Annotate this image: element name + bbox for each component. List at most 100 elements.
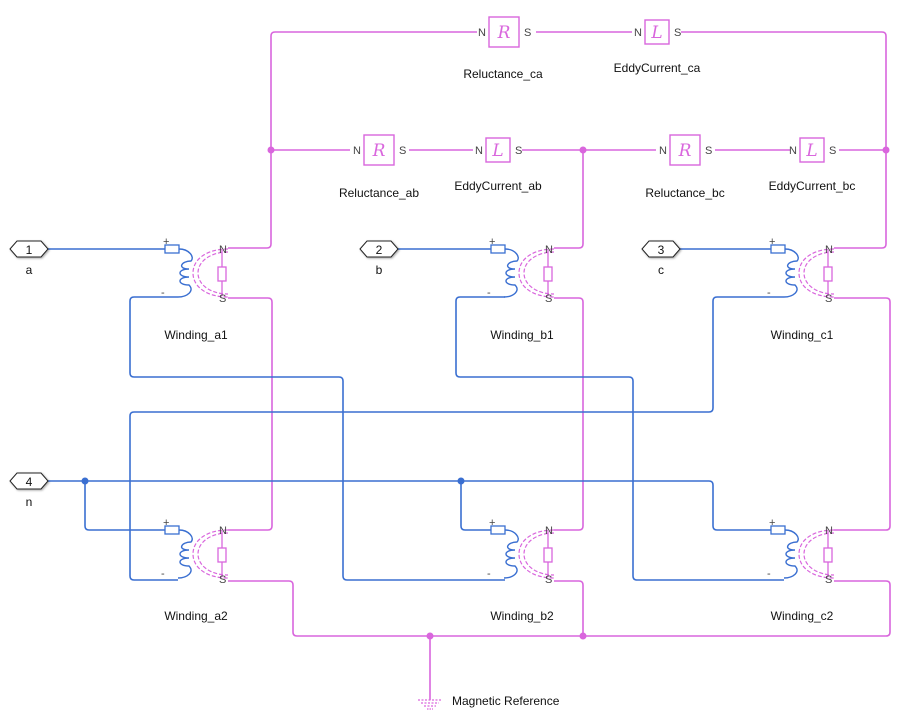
north-label: N [545, 244, 553, 256]
magnetic-junctions [267, 146, 890, 640]
inductance-symbol: L [650, 23, 662, 43]
core-inner [197, 532, 229, 576]
minus-label: - [767, 568, 771, 580]
block-body[interactable] [799, 137, 825, 163]
reluctance-bc-block[interactable]: R N S Reluctance_bc [645, 134, 725, 200]
port-name: b [376, 263, 383, 277]
core-reluctance-icon [543, 547, 553, 563]
wire-c1s-c2n[interactable] [834, 297, 891, 531]
reluctance-symbol: R [678, 141, 692, 161]
minus-label: - [487, 287, 491, 299]
core-reluctance-icon [543, 266, 553, 282]
port-shape[interactable] [9, 472, 49, 490]
eddycurrent-ca-block[interactable]: L N S EddyCurrent_ca [614, 19, 701, 75]
south-label: S [825, 574, 832, 586]
south-label: S [219, 293, 226, 305]
wire-neutral-a2[interactable] [84, 481, 165, 531]
electrical-wires [48, 248, 784, 581]
core-inner [803, 532, 835, 576]
block-label: Magnetic Reference [452, 694, 560, 708]
winding-c1-block[interactable]: + - N S Winding_c1 [767, 236, 835, 342]
north-label: N [219, 525, 227, 537]
junction-dot [579, 146, 587, 154]
block-label: EddyCurrent_ab [454, 179, 542, 193]
port-shape[interactable] [641, 240, 681, 258]
port-n[interactable]: 4 n [9, 472, 49, 509]
south-label: S [825, 293, 832, 305]
port-c[interactable]: 3 c [641, 240, 681, 277]
wire-b1minus-c2minus[interactable] [455, 296, 784, 581]
block-label: Winding_a2 [164, 609, 228, 623]
magnetic-reference-block[interactable]: Magnetic Reference [418, 694, 560, 710]
wire-b1-north[interactable] [554, 150, 584, 249]
coil-icon [177, 529, 193, 579]
junction-dot [81, 477, 89, 485]
pin-n-label: N [789, 145, 797, 157]
pin-n-label: N [475, 145, 483, 157]
block-label: Reluctance_ab [339, 186, 419, 200]
pin-s-label: S [674, 27, 681, 39]
pin-s-label: S [515, 145, 522, 157]
port-number: 1 [26, 243, 33, 257]
wire-ca-left[interactable] [270, 31, 477, 150]
block-label: Winding_a1 [164, 328, 228, 342]
eddycurrent-ab-block[interactable]: L N S EddyCurrent_ab [454, 137, 542, 193]
junction-dot [882, 146, 890, 154]
block-body[interactable] [488, 16, 520, 48]
port-name: n [26, 495, 33, 509]
block-body[interactable] [363, 134, 395, 166]
reluctance-symbol: R [372, 141, 386, 161]
winding-a2-block[interactable]: + - N S Winding_a2 [161, 517, 228, 623]
port-b[interactable]: 2 b [359, 240, 399, 277]
windings: + - N S Winding_a1 + - N S Winding_b1 + [161, 236, 835, 623]
magnetic-ground-icon[interactable] [418, 699, 442, 710]
block-label: EddyCurrent_ca [614, 61, 701, 75]
eddycurrent-bc-block[interactable]: L N S EddyCurrent_bc [769, 137, 856, 193]
wire-c1minus-a2minus[interactable] [129, 296, 784, 581]
pin-s-label: S [829, 145, 836, 157]
wire-a1s-a2n[interactable] [228, 297, 273, 531]
winding-a1-block[interactable]: + - N S Winding_a1 [161, 236, 228, 342]
block-body[interactable] [485, 137, 511, 163]
wire-a1-north[interactable] [228, 150, 272, 249]
core-reluctance-icon [217, 266, 227, 282]
winding-b1-block[interactable]: + - N S Winding_b1 [487, 236, 554, 342]
wire-a1minus-b2minus[interactable] [129, 296, 505, 581]
wire-ca-right[interactable] [681, 31, 887, 150]
winding-b2-block[interactable]: + - N S Winding_b2 [487, 517, 554, 623]
wire-b1s-b2n[interactable] [554, 297, 584, 531]
minus-label: - [161, 287, 165, 299]
port-number: 2 [376, 243, 383, 257]
winding-c2-block[interactable]: + - N S Winding_c2 [767, 517, 835, 623]
junction-dot [267, 146, 275, 154]
port-a[interactable]: 1 a [9, 240, 49, 277]
coil-icon [503, 529, 519, 579]
block-body[interactable] [669, 134, 701, 166]
reluctance-ca-block[interactable]: R N S Reluctance_ca [463, 16, 543, 81]
reluctance-ab-block[interactable]: R N S Reluctance_ab [339, 134, 419, 200]
junction-dot [579, 632, 587, 640]
port-shape[interactable] [359, 240, 399, 258]
plus-label: + [489, 236, 495, 248]
core-reluctance-icon [823, 547, 833, 563]
south-label: S [545, 293, 552, 305]
south-label: S [545, 574, 552, 586]
wire-c1-north[interactable] [834, 150, 887, 249]
wire-b2-south[interactable] [554, 580, 584, 636]
core-reluctance-icon [823, 266, 833, 282]
block-body[interactable] [644, 19, 670, 45]
wire-neutral-b2[interactable] [460, 481, 491, 531]
wire-a2-south[interactable] [228, 580, 891, 637]
minus-label: - [767, 287, 771, 299]
wire-neutral[interactable] [48, 480, 771, 531]
port-shape[interactable] [9, 240, 49, 258]
port-name: a [26, 263, 33, 277]
block-label: Winding_c2 [771, 609, 834, 623]
coil-icon [177, 248, 193, 298]
core-inner [523, 532, 555, 576]
pin-n-label: N [353, 145, 361, 157]
block-label: EddyCurrent_bc [769, 179, 856, 193]
port-number: 3 [658, 243, 665, 257]
minus-label: - [161, 568, 165, 580]
